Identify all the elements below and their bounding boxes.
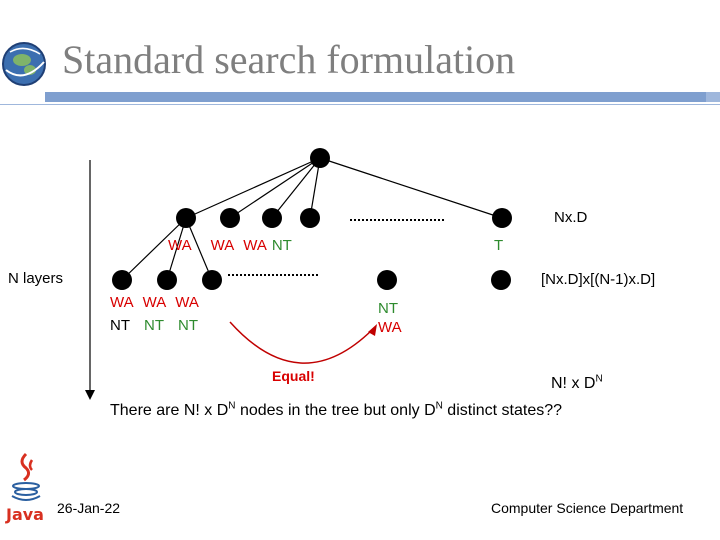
edge-l1-right [185,217,213,281]
right-group-wa: WA [378,319,402,336]
right-group-nt: NT [378,300,398,317]
edge-root-3 [271,157,321,219]
level2-node-right [377,270,397,290]
level2-node-last [491,270,511,290]
edge-l1-left [121,217,187,281]
left-group-wa-3: WA [175,294,199,311]
layers-arrow [85,160,95,400]
tree-nodes [112,148,512,290]
equal-label: Equal! [272,368,315,384]
title-logo-icon [0,40,48,88]
level1-token-2: WA [210,237,235,254]
level1-t-label: T [494,237,504,254]
edge-l1-mid [166,217,187,281]
tree-edges [121,157,503,281]
left-group-nt-2: NT [144,317,164,334]
root-node [310,148,330,168]
level2-node-3 [202,270,222,290]
svg-text:Java: Java [5,505,44,524]
level1-node-4 [300,208,320,228]
edge-root-1 [185,157,321,219]
level1-token-3: WA [243,237,267,254]
edge-root-4 [309,157,321,219]
level1-node-3 [262,208,282,228]
left-group-nt-3: NT [178,317,198,334]
level1-token-4: NT [271,237,292,254]
edge-root-2 [229,157,321,219]
title-underline-bar-end [706,92,720,102]
edge-root-5 [319,157,503,219]
left-group-row2: NT NT NT [110,318,207,333]
level2-node-2 [157,270,177,290]
level1-node-1 [176,208,196,228]
n-layers-label: N layers [8,270,64,287]
level2-node-1 [112,270,132,290]
level1-node-last [492,208,512,228]
level1-token-1: WA [168,237,192,254]
left-group-row1: WA WA WA [110,295,208,310]
left-group-nt-1: NT [110,317,130,334]
nxd-label: Nx.D [554,209,588,226]
footer-department: Computer Science Department [491,500,684,516]
footer-date: 26-Jan-22 [57,500,121,516]
level1-node-2 [220,208,240,228]
left-group-wa-1: WA [110,294,134,311]
level2-formula-label: [Nx.D]x[(N-1)x.D] [541,271,656,288]
equal-arrow [229,321,377,364]
nxd-count-label: N! x DN [551,373,603,392]
title-underline-bar [45,92,706,102]
page-title: Standard search formulation [62,37,516,82]
left-group-wa-2: WA [142,294,167,311]
tree-statement: There are N! x DN nodes in the tree but … [110,400,563,419]
java-logo-icon: Java [4,452,48,524]
title-rule [0,104,720,105]
